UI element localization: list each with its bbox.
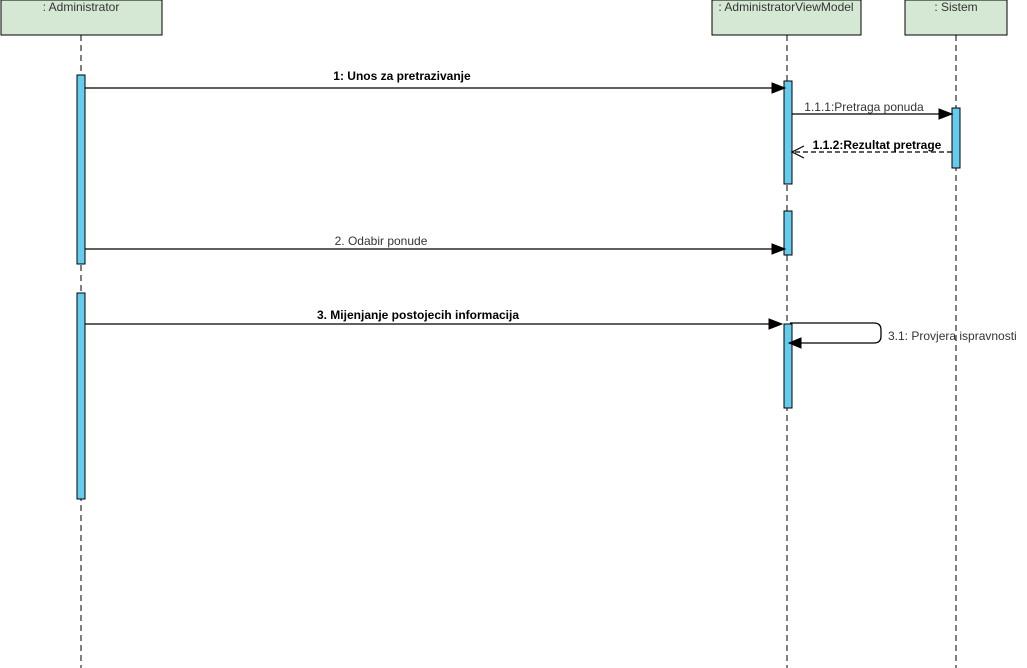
activation-sistem-1[interactable] [951,107,961,169]
activation-administrator-2[interactable] [76,292,86,500]
message-1-label: 1: Unos za pretrazivanje [333,69,471,83]
message-3-1-self-loop[interactable] [790,322,882,344]
lifeline-administrator-title: : Administrator [43,0,120,14]
message-2-label: 2. Odabir ponude [335,234,428,248]
lifeline-viewmodel-title: : AdministratorViewModel [718,0,853,14]
activation-viewmodel-1[interactable] [783,80,793,185]
message-1-1-1[interactable]: 1.1.1:Pretraga ponuda [792,100,954,120]
message-1-1-2-open-arrowhead-icon [790,145,805,159]
message-1-1-2-label: 1.1.2:Rezultat pretrage [813,138,942,152]
message-1[interactable]: 1: Unos za pretrazivanje [85,69,787,94]
message-2[interactable]: 2. Odabir ponude [85,234,787,255]
message-3-arrowhead-icon [768,318,784,330]
lifeline-viewmodel-box[interactable] [711,0,862,36]
message-1-1-1-arrowhead-icon [938,108,954,120]
lifeline-administrator[interactable]: : Administrator [0,0,163,668]
message-3-1-label: 3.1: Provjera ispravnosti [888,329,1017,343]
message-3-label: 3. Mijenjanje postojecih informacija [317,308,519,322]
lifeline-sistem-title: : Sistem [934,0,977,14]
activation-administrator-1[interactable] [76,74,86,265]
message-2-arrowhead-icon [771,243,787,255]
lifeline-sistem-box[interactable] [904,0,1008,36]
lifeline-administrator-box[interactable] [0,0,163,36]
message-3-1[interactable]: 3.1: Provjera ispravnosti [787,322,1017,349]
message-3[interactable]: 3. Mijenjanje postojecih informacija [85,308,784,330]
activation-viewmodel-3[interactable] [783,323,793,409]
message-1-1-2[interactable]: 1.1.2:Rezultat pretrage [790,138,952,159]
message-1-1-1-label: 1.1.1:Pretraga ponuda [804,100,924,114]
message-3-1-arrowhead-icon [787,337,802,349]
activation-viewmodel-2[interactable] [783,210,793,256]
message-1-arrowhead-icon [771,82,787,94]
lifeline-sistem[interactable]: : Sistem [904,0,1008,668]
